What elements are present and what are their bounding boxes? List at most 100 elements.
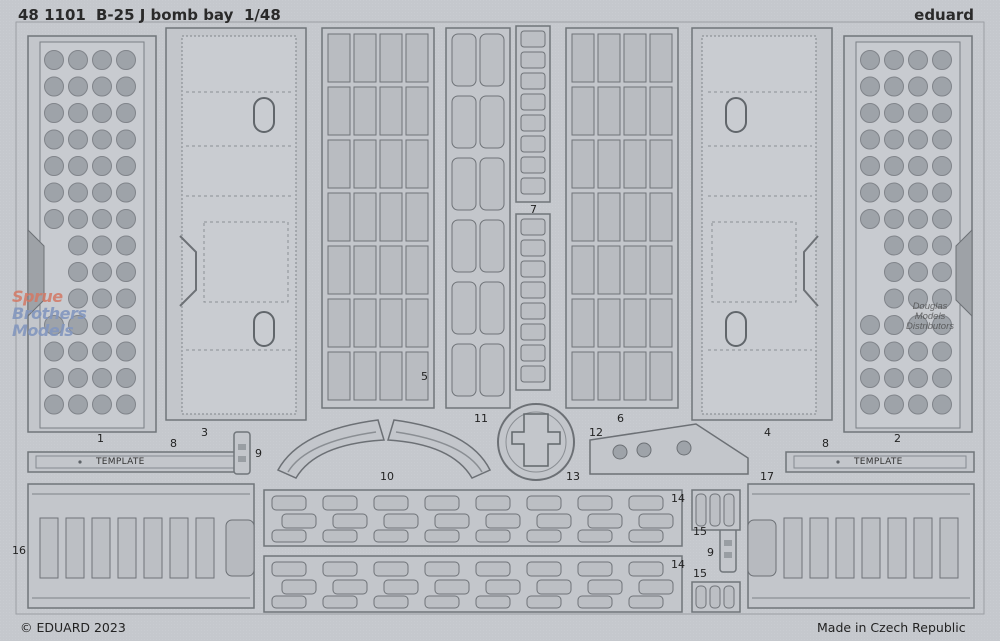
footer-copyright: © EDUARD 2023	[20, 620, 126, 635]
part-label-16: 16	[12, 544, 26, 557]
strip-tab	[322, 495, 358, 511]
strip-tab	[536, 579, 572, 595]
strip-tab	[638, 579, 674, 595]
hole	[68, 76, 88, 97]
grid-cell	[623, 245, 647, 295]
hole	[932, 394, 952, 415]
strip-tab	[577, 561, 613, 577]
part-9-pieces	[233, 431, 737, 573]
part-label-12: 12	[589, 426, 603, 439]
grid-cell	[327, 192, 351, 242]
strip-tab	[322, 529, 358, 543]
part-17-panel	[747, 483, 975, 609]
hole	[44, 76, 64, 97]
grid-cell	[379, 86, 403, 136]
hole	[92, 156, 112, 176]
hole	[116, 50, 136, 70]
strip-tab	[281, 579, 317, 595]
part-16-panel	[27, 483, 255, 609]
hole	[932, 76, 952, 97]
grid-cell	[597, 351, 621, 401]
small-piece	[695, 493, 707, 527]
part-16-slots	[39, 517, 215, 579]
grid-cell	[353, 86, 377, 136]
grid-cell	[623, 192, 647, 242]
grid-cell	[649, 139, 673, 189]
bracket-left	[451, 33, 477, 87]
slot	[913, 517, 933, 579]
hole	[884, 262, 904, 282]
hole	[44, 129, 64, 150]
strip-tab	[475, 495, 511, 511]
strip-tab	[383, 579, 419, 595]
hole	[908, 76, 928, 97]
strip-tab	[587, 513, 623, 529]
grid-cell	[571, 192, 595, 242]
hole	[884, 235, 904, 256]
hole	[908, 394, 928, 415]
clip	[520, 93, 546, 111]
hole	[68, 394, 88, 415]
part-label-7: 7	[530, 203, 537, 216]
clip	[520, 135, 546, 153]
hole	[932, 209, 952, 229]
slot	[939, 517, 959, 579]
slot	[91, 517, 111, 579]
hole	[884, 209, 904, 229]
hole	[92, 235, 112, 256]
strip-tab	[281, 513, 317, 529]
hole	[908, 209, 928, 229]
hole	[68, 103, 88, 123]
small-piece	[723, 493, 735, 527]
hole	[860, 368, 880, 388]
hole	[908, 262, 928, 282]
clip	[520, 365, 546, 383]
grid-cell	[353, 298, 377, 348]
bracket-right	[479, 281, 505, 335]
part-11-cells	[451, 33, 505, 397]
hole	[116, 394, 136, 415]
slot	[195, 517, 215, 579]
grid-cell	[571, 351, 595, 401]
part-label-15-bottom: 15	[693, 567, 707, 580]
small-piece	[709, 493, 721, 527]
strip-tab	[485, 513, 521, 529]
watermark-douglas-models: Douglas Models Distributors	[884, 302, 976, 336]
hole	[116, 209, 136, 229]
strip-tab	[638, 513, 674, 529]
hole	[44, 156, 64, 176]
hole	[908, 368, 928, 388]
hole	[92, 262, 112, 282]
watermark-spb-line3: Models	[12, 321, 74, 340]
hole	[932, 235, 952, 256]
part-12-plate	[589, 423, 749, 475]
strip-tab	[424, 595, 460, 609]
small-piece	[709, 585, 721, 609]
hole	[932, 315, 952, 335]
hole	[92, 50, 112, 70]
hole	[68, 182, 88, 203]
hole	[908, 103, 928, 123]
clip	[520, 344, 546, 362]
grid-cell	[405, 33, 429, 83]
clip	[520, 30, 546, 48]
hole	[860, 209, 880, 229]
bracket-left	[451, 343, 477, 397]
grid-cell	[327, 245, 351, 295]
hole	[116, 156, 136, 176]
part-label-5: 5	[421, 370, 428, 383]
bracket-left	[451, 281, 477, 335]
hole	[92, 394, 112, 415]
part-1-panel	[27, 35, 157, 433]
hole	[932, 182, 952, 203]
grid-cell	[623, 86, 647, 136]
hole	[860, 315, 880, 335]
part-14-cells	[271, 495, 674, 609]
bracket-right	[479, 157, 505, 211]
grid-cell	[623, 139, 647, 189]
hole	[860, 129, 880, 150]
strip-tab	[322, 561, 358, 577]
hole	[68, 262, 88, 282]
hole	[44, 315, 64, 335]
grid-cell	[623, 298, 647, 348]
